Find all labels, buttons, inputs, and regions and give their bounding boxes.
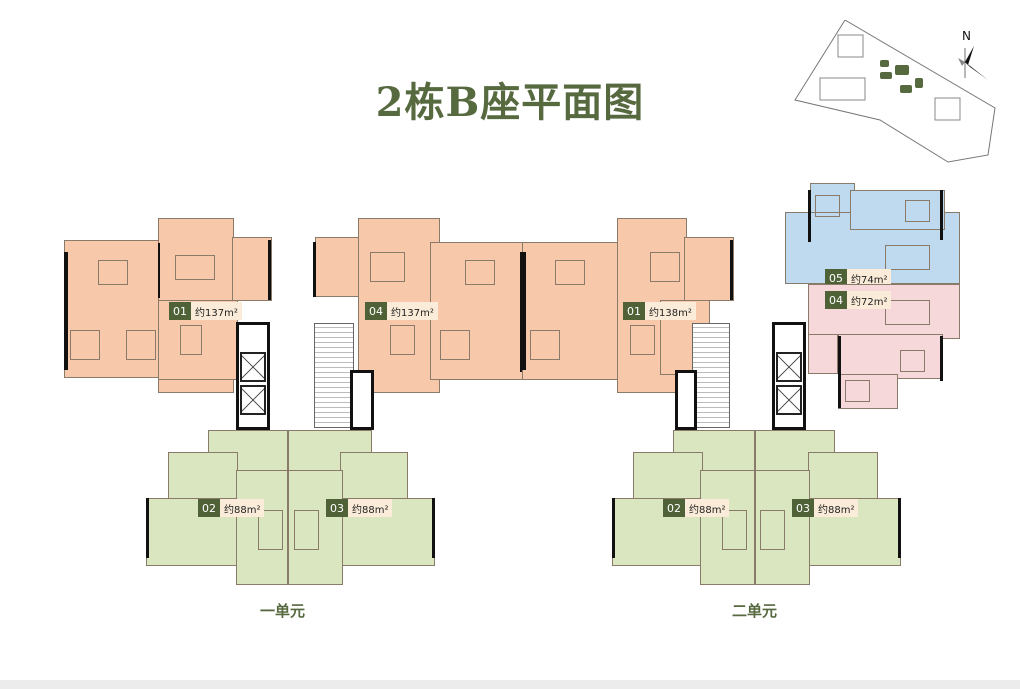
apartment-tag-u1-01: 01 约137m² (169, 302, 242, 320)
unit-label-1: 一单元 (260, 602, 306, 620)
bottom-strip (0, 680, 1020, 689)
elevator-icon (240, 385, 266, 415)
apartment-tag-u2-04: 04 约72m² (825, 291, 892, 309)
stairwell-u1 (314, 323, 354, 428)
apartment-tag-u2-03: 03 约88m² (792, 499, 859, 517)
apartment-tag-u1-04: 04 约137m² (365, 302, 438, 320)
apartment-tag-u1-03: 03 约88m² (326, 499, 393, 517)
elevator-icon (240, 352, 266, 382)
apartment-tag-u1-02: 02 约88m² (198, 499, 265, 517)
shaft-u2 (675, 370, 697, 430)
apartment-tag-u2-02: 02 约88m² (663, 499, 730, 517)
site-minimap: N (794, 20, 996, 163)
svg-text:N: N (962, 29, 971, 43)
apartment-tag-u2-05: 05 约74m² (825, 269, 892, 287)
apartment-tag-u2-01: 01 约138m² (623, 302, 696, 320)
elevator-icon (776, 385, 802, 415)
page-title: 2栋B座平面图 (375, 79, 645, 126)
unit-label-2: 二单元 (732, 602, 778, 620)
north-arrow-icon: N (958, 29, 988, 80)
shaft-u1 (350, 370, 374, 430)
stairwell-u2 (692, 323, 730, 428)
elevator-icon (776, 352, 802, 382)
